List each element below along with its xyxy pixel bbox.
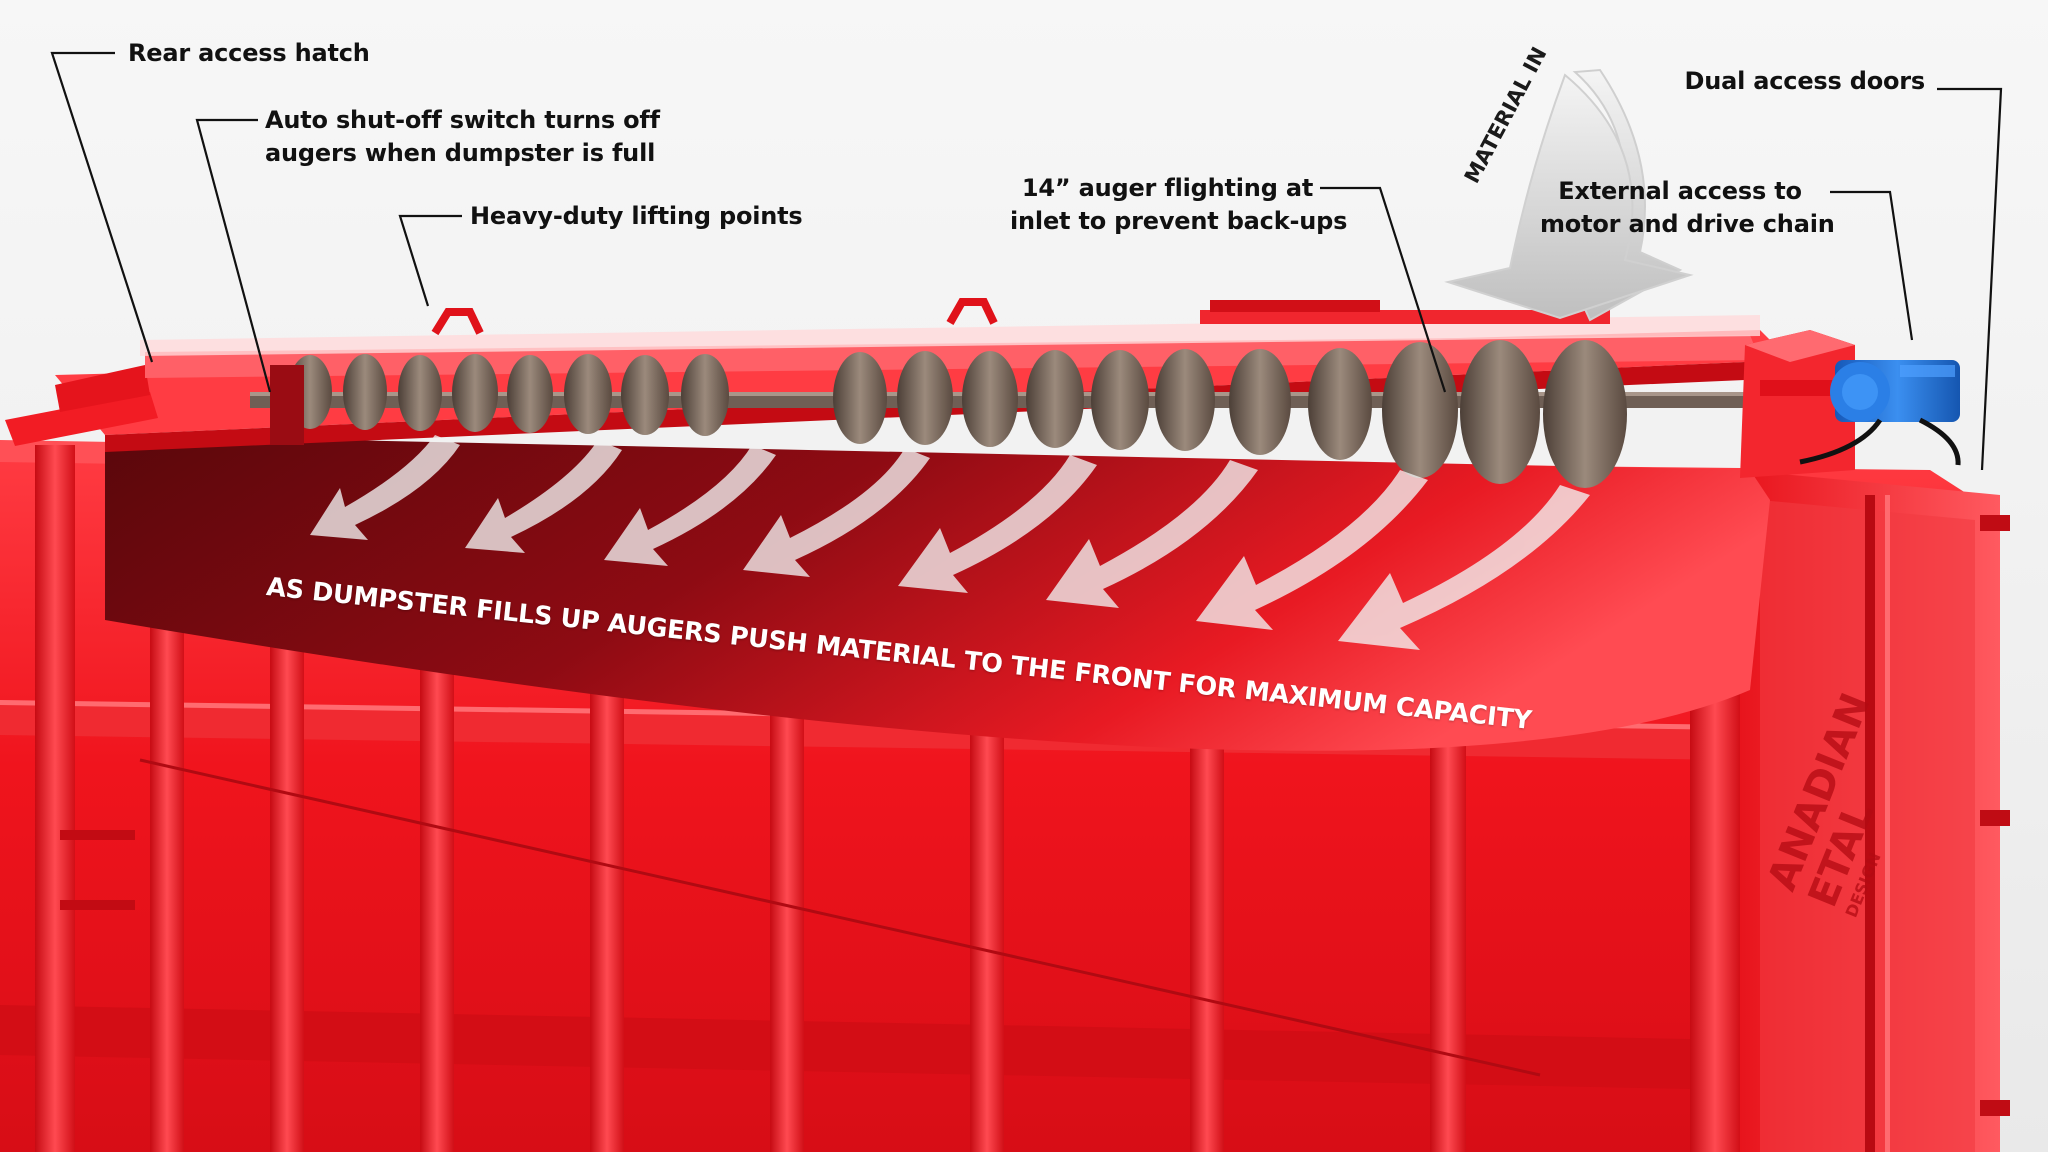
callout-text: External access to bbox=[1558, 177, 1802, 205]
callout-text: 14” auger flighting at bbox=[1021, 174, 1314, 202]
motor-icon bbox=[1830, 360, 1960, 422]
callout-lifting-points: Heavy-duty lifting points bbox=[470, 200, 803, 233]
callout-text: inlet to prevent back-ups bbox=[1010, 207, 1348, 235]
callout-text: Dual access doors bbox=[1684, 67, 1925, 95]
auto-shutoff-switch bbox=[270, 365, 304, 445]
callout-text: motor and drive chain bbox=[1540, 210, 1835, 238]
leader-lines bbox=[50, 51, 2003, 471]
callout-rear-access-hatch: Rear access hatch bbox=[128, 37, 370, 70]
callout-auto-shutoff-switch: Auto shut-off switch turns off augers wh… bbox=[265, 104, 660, 170]
auger-flighting bbox=[288, 340, 1627, 488]
flow-arrows bbox=[310, 435, 1590, 650]
drive-housing bbox=[1740, 330, 1855, 478]
callout-dual-access-doors: Dual access doors bbox=[1600, 65, 1925, 98]
callout-text: augers when dumpster is full bbox=[265, 139, 656, 167]
down-arrow-icon bbox=[1444, 73, 1694, 320]
callout-text: Heavy-duty lifting points bbox=[470, 202, 803, 230]
rear-access-hatch-shape bbox=[5, 392, 158, 446]
callout-text: Auto shut-off switch turns off bbox=[265, 106, 660, 134]
callout-external-access: External access to motor and drive chain bbox=[1540, 175, 1835, 241]
lifting-points bbox=[431, 298, 998, 336]
callout-auger-flighting: 14” auger flighting at inlet to prevent … bbox=[1010, 172, 1348, 238]
callout-text: Rear access hatch bbox=[128, 39, 370, 67]
